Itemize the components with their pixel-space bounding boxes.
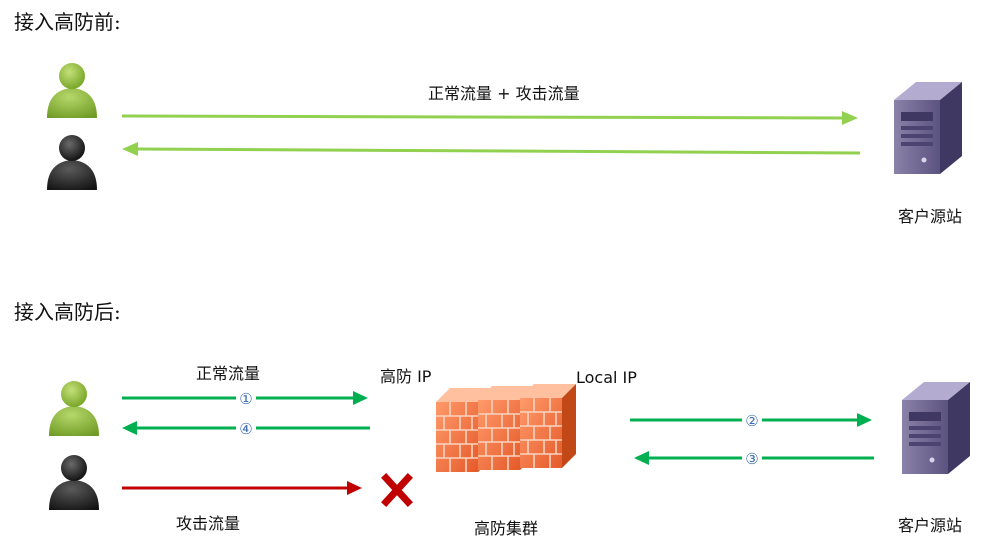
before-flow-label: 正常流量 + 攻击流量	[428, 84, 580, 103]
svg-text:③: ③	[745, 450, 758, 468]
svg-text:②: ②	[745, 412, 758, 430]
blocked-x-icon	[381, 473, 413, 507]
step2-marker: ②	[742, 410, 762, 430]
before-origin-server-icon	[894, 82, 962, 174]
step1-marker: ①	[236, 388, 256, 408]
before-server-label: 客户源站	[898, 207, 963, 226]
cluster-label: 高防集群	[474, 519, 539, 538]
step4-marker: ④	[236, 418, 256, 438]
normal-user-icon	[47, 63, 97, 118]
gaofang-ip-label: 高防 IP	[380, 367, 432, 386]
svg-text:①: ①	[239, 390, 252, 408]
before-request-arrow	[121, 111, 858, 125]
before-response-arrow	[122, 142, 861, 156]
normal-user-icon	[49, 381, 99, 436]
attack-traffic-label: 攻击流量	[176, 514, 241, 533]
svg-text:④: ④	[239, 420, 252, 438]
after-origin-server-icon	[902, 382, 970, 474]
after-heading: 接入高防后:	[14, 300, 121, 324]
local-ip-label: Local IP	[576, 368, 637, 387]
attacker-user-icon	[49, 455, 99, 510]
step3-marker: ③	[742, 448, 762, 468]
firewall-icon	[519, 383, 577, 469]
after-server-label: 客户源站	[898, 516, 963, 535]
attack-arrow	[122, 481, 362, 495]
attacker-user-icon	[47, 135, 97, 190]
normal-traffic-label: 正常流量	[196, 364, 261, 383]
before-heading: 接入高防前:	[14, 10, 121, 34]
